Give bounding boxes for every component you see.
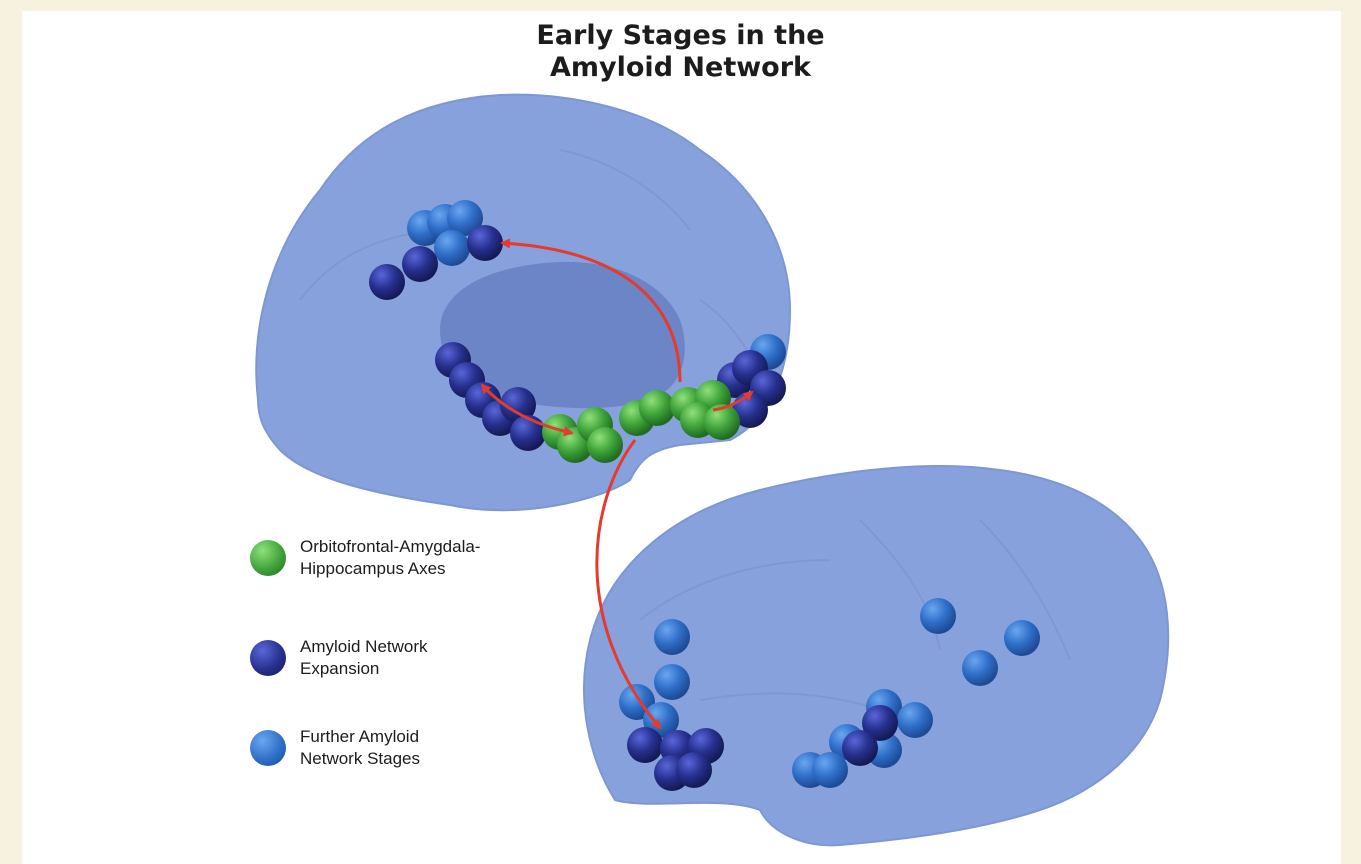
title-line-2: Amyloid Network: [0, 52, 1361, 84]
legend-label: Further Amyloid Network Stages: [300, 726, 420, 770]
node-further: [962, 650, 998, 686]
node-expansion: [842, 730, 878, 766]
legend-text-line: Orbitofrontal-Amygdala-: [300, 536, 480, 558]
light-blue-sphere-icon: [250, 730, 286, 766]
node-further: [897, 702, 933, 738]
node-green: [639, 390, 675, 426]
node-expansion: [369, 264, 405, 300]
green-sphere-icon: [250, 540, 286, 576]
node-expansion: [510, 415, 546, 451]
node-green: [587, 427, 623, 463]
node-further: [1004, 620, 1040, 656]
legend-text-line: Hippocampus Axes: [300, 558, 480, 580]
legend-text-line: Network Stages: [300, 748, 420, 770]
dark-blue-sphere-icon: [250, 640, 286, 676]
legend-label: Amyloid Network Expansion: [300, 636, 428, 680]
legend-item-light-blue: Further Amyloid Network Stages: [250, 726, 420, 770]
legend-item-dark-blue: Amyloid Network Expansion: [250, 636, 428, 680]
page-title: Early Stages in the Amyloid Network: [0, 20, 1361, 84]
legend-item-green: Orbitofrontal-Amygdala- Hippocampus Axes: [250, 536, 480, 580]
node-expansion: [467, 225, 503, 261]
node-further: [654, 619, 690, 655]
node-expansion: [676, 752, 712, 788]
node-further: [812, 752, 848, 788]
legend-label: Orbitofrontal-Amygdala- Hippocampus Axes: [300, 536, 480, 580]
node-expansion: [402, 246, 438, 282]
legend-text-line: Further Amyloid: [300, 726, 420, 748]
legend-text-line: Expansion: [300, 658, 428, 680]
legend-text-line: Amyloid Network: [300, 636, 428, 658]
node-further: [434, 230, 470, 266]
title-line-1: Early Stages in the: [0, 20, 1361, 52]
node-further: [654, 664, 690, 700]
node-expansion: [627, 727, 663, 763]
node-further: [920, 598, 956, 634]
